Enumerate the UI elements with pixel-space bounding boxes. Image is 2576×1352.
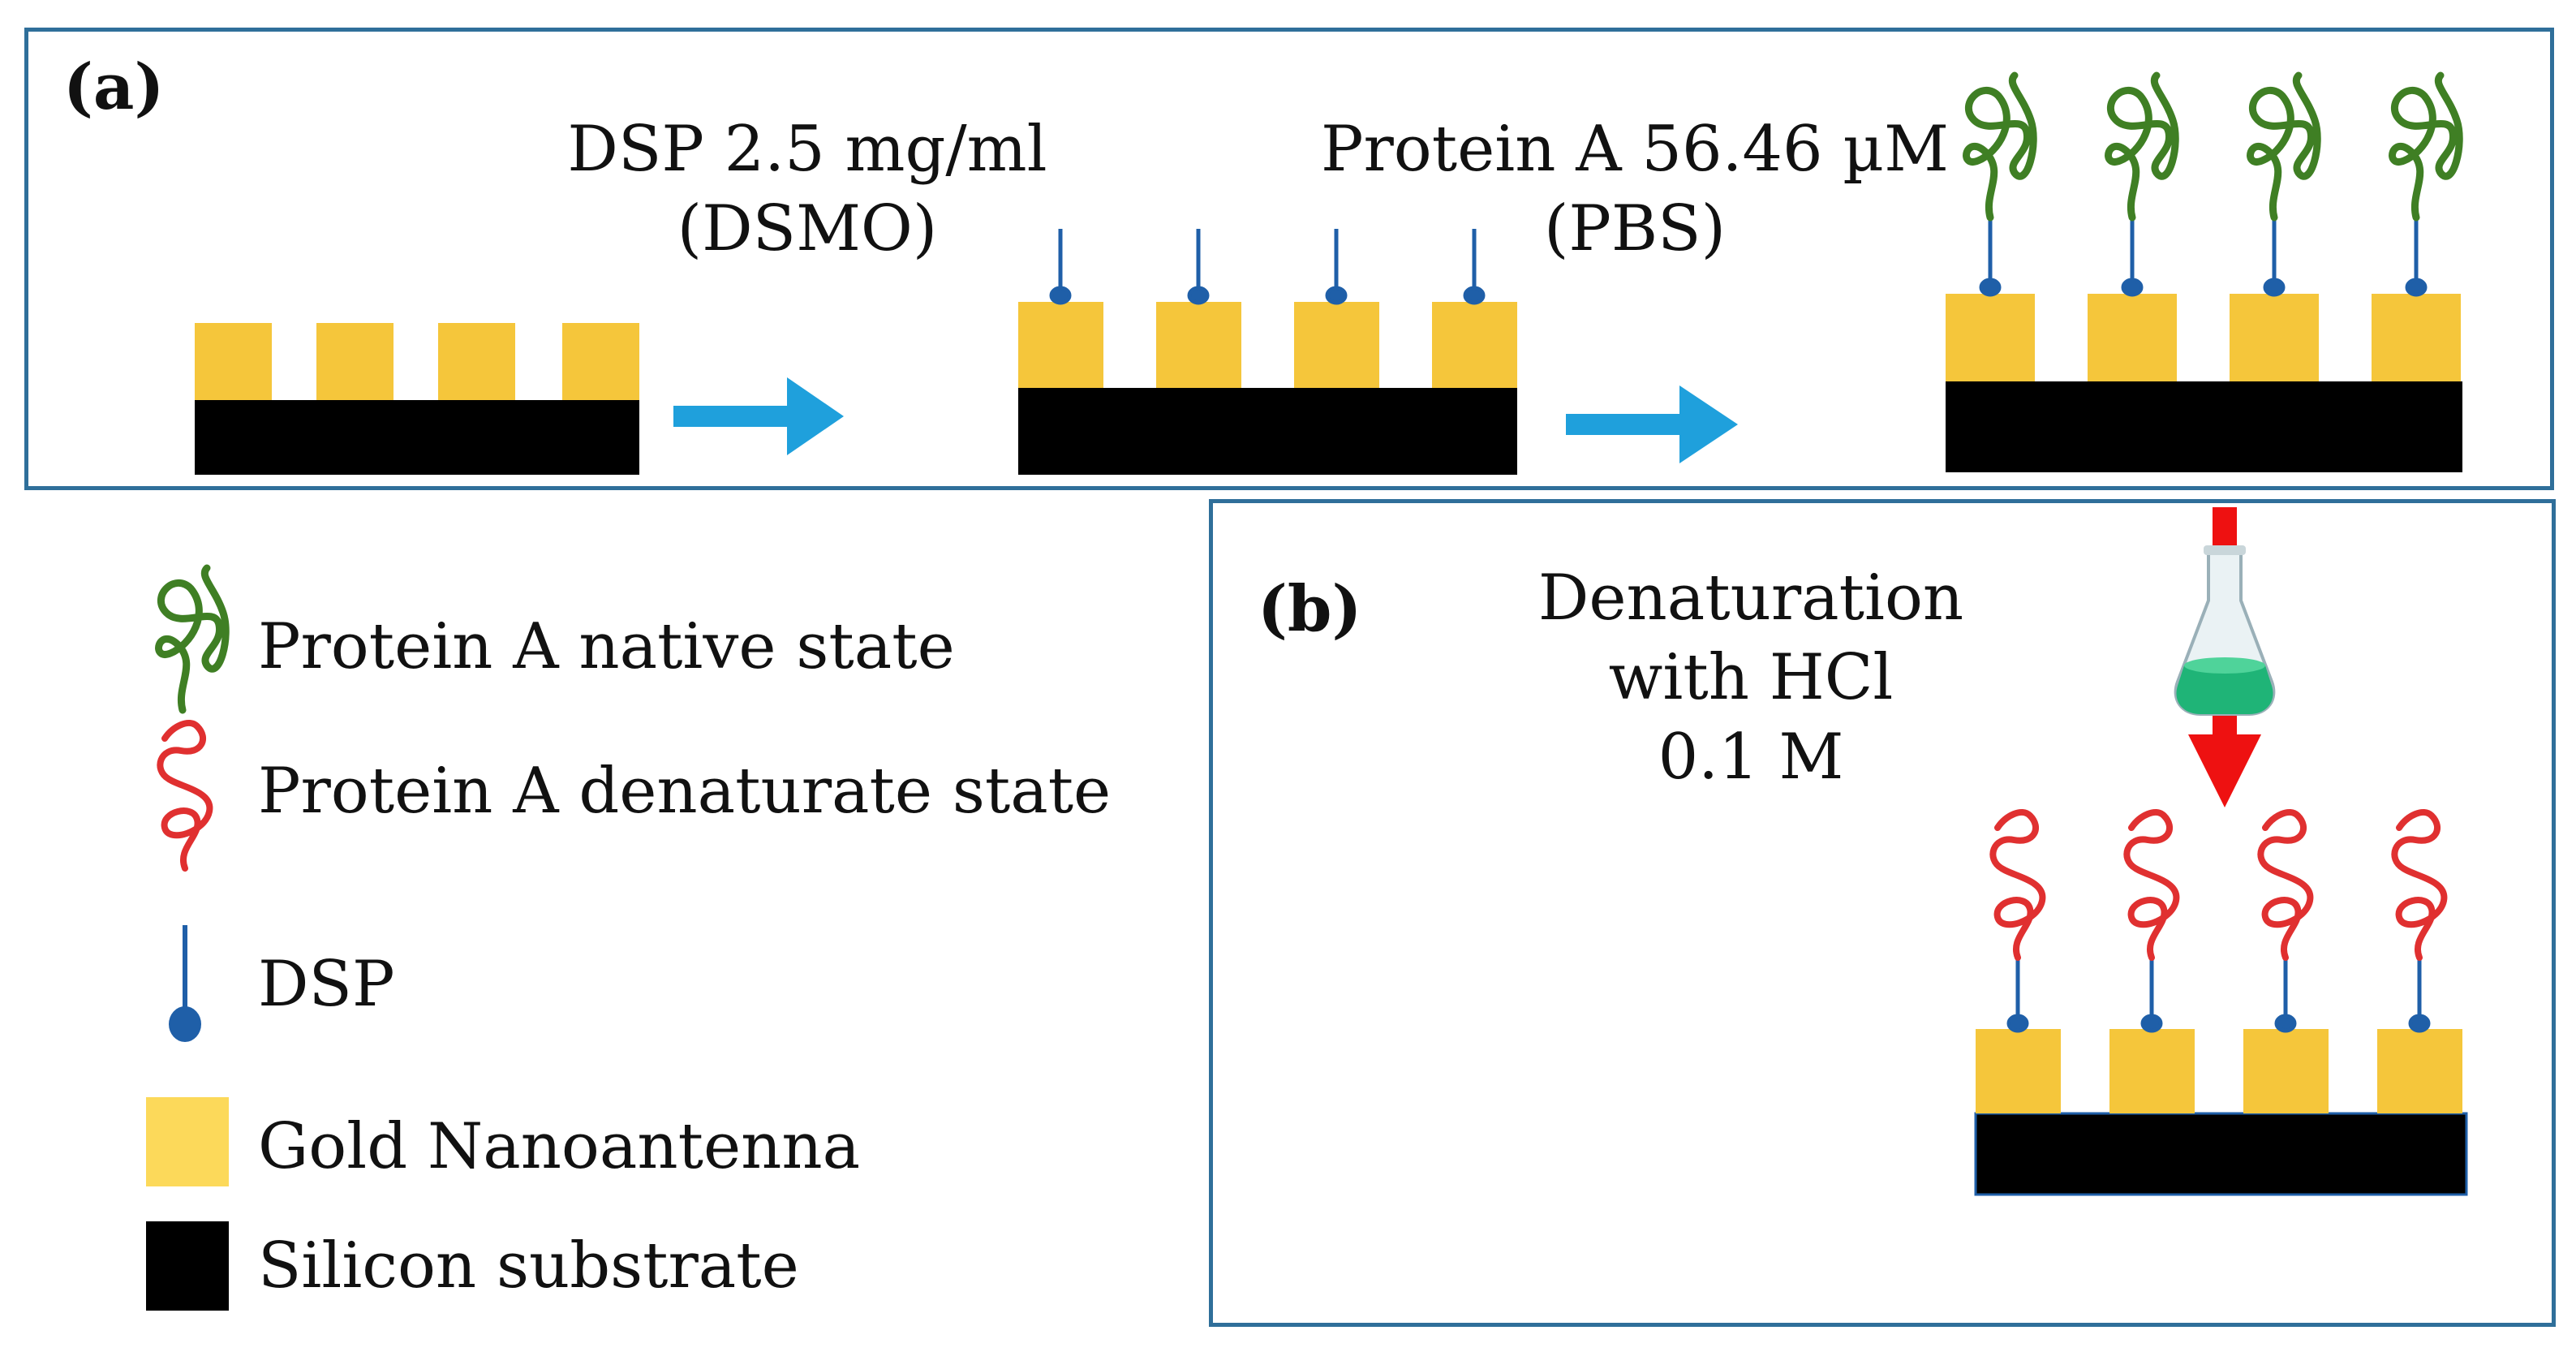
red-arrow xyxy=(2188,507,2261,807)
dsp-linker-icon xyxy=(169,925,201,1042)
native-proteins xyxy=(1967,75,2460,217)
gold-nanoantenna xyxy=(195,323,272,400)
legend-label-dsp: DSP xyxy=(258,948,395,1021)
legend-label-denatured: Protein A denaturate state xyxy=(258,755,1112,828)
denaturation-line2: with HCl xyxy=(1608,641,1894,714)
dsp-linkers xyxy=(2006,958,2431,1033)
denatured-proteins xyxy=(1993,812,2444,958)
gold-nanoantenna xyxy=(316,323,393,400)
protein-denatured-icon xyxy=(160,723,209,868)
step2-caption: Protein A 56.46 µM (PBS) xyxy=(1321,110,1949,269)
dsp-linkers xyxy=(1979,217,2428,297)
step1-line2: (DSMO) xyxy=(677,192,938,265)
gold-nanoantenna xyxy=(562,323,639,400)
stage2-chip xyxy=(1018,229,1517,475)
legend-label-native: Protein A native state xyxy=(258,610,955,683)
dsp-linkers xyxy=(1049,229,1486,305)
panel-a-frame xyxy=(24,28,2554,490)
process-arrow-2 xyxy=(1566,385,1738,463)
step1-line1: DSP 2.5 mg/ml xyxy=(567,113,1047,186)
panel-b-frame xyxy=(1209,499,2556,1327)
stage3-chip xyxy=(1946,75,2462,472)
panel-a-label: (a) xyxy=(63,50,165,124)
stage-denatured-chip xyxy=(1974,812,2468,1196)
step2-line1: Protein A 56.46 µM xyxy=(1321,113,1949,186)
denaturation-caption: Denaturation with HCl 0.1 M xyxy=(1538,558,1963,797)
denaturation-line3: 0.1 M xyxy=(1658,721,1844,794)
panel-b-label: (b) xyxy=(1258,572,1362,646)
step1-caption: DSP 2.5 mg/ml (DSMO) xyxy=(567,110,1047,269)
gold-square-icon xyxy=(146,1097,229,1186)
legend-label-gold: Gold Nanoantenna xyxy=(258,1110,861,1183)
denaturation-line1: Denaturation xyxy=(1537,562,1964,635)
stage1-chip xyxy=(195,323,639,475)
silicon-square-icon xyxy=(146,1221,229,1311)
flask-icon xyxy=(2174,545,2276,716)
protein-native-icon xyxy=(159,568,226,710)
step2-line2: (PBS) xyxy=(1543,192,1727,265)
gold-nanoantenna xyxy=(438,323,515,400)
process-arrow-1 xyxy=(673,377,844,455)
legend-label-silicon: Silicon substrate xyxy=(258,1229,799,1302)
